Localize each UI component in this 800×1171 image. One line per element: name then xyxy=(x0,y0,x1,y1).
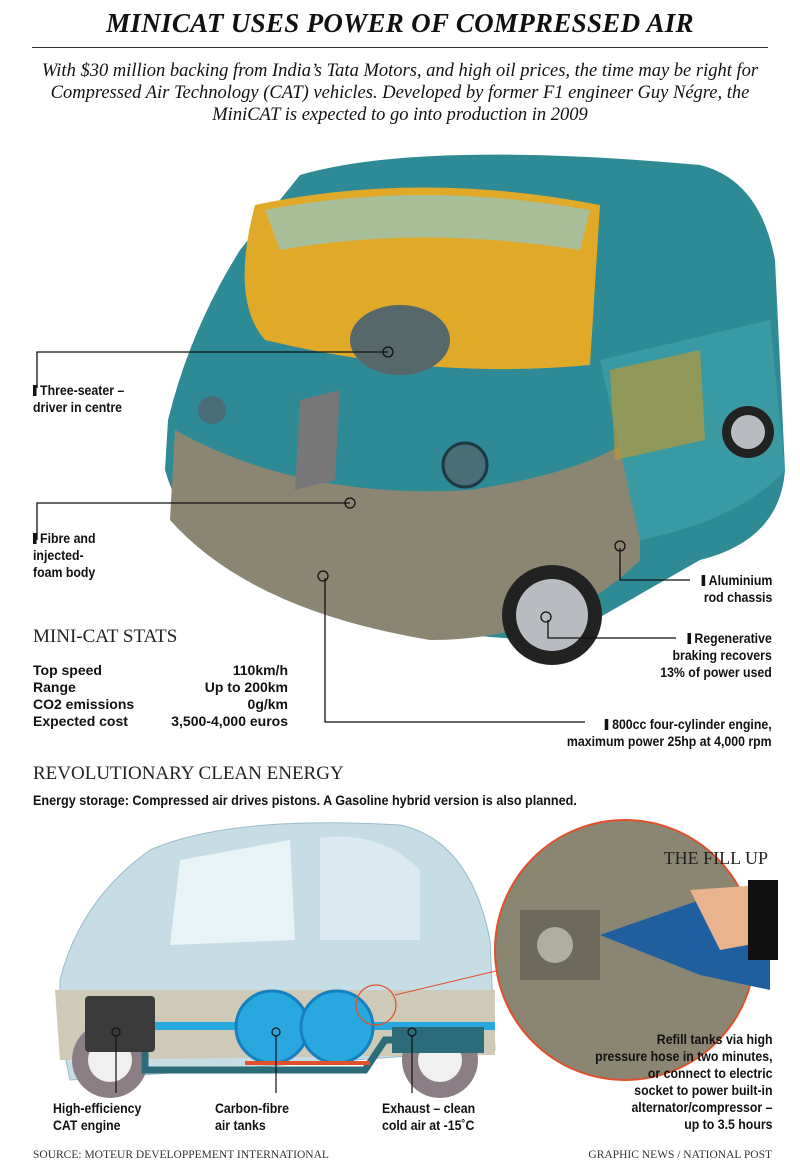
minicat-illustration xyxy=(165,154,785,665)
fillup-heading: THE FILL UP xyxy=(663,848,768,868)
title-rule xyxy=(32,47,768,48)
headline: MINICAT USES POWER OF COMPRESSED AIR xyxy=(106,8,694,38)
callout-seats: Three-seater –driver in centre xyxy=(33,382,125,415)
source-credit: SOURCE: MOTEUR DEVELOPPEMENT INTERNATION… xyxy=(33,1149,329,1161)
callout-engine: 800cc four-cylinder engine,maximum power… xyxy=(567,716,772,749)
stats-heading: MINI-CAT STATS xyxy=(33,626,178,647)
graphic-credit: GRAPHIC NEWS / NATIONAL POST xyxy=(588,1149,772,1161)
energy-heading: REVOLUTIONARY CLEAN ENERGY xyxy=(33,763,344,784)
subtitle: With $30 million backing from India’s Ta… xyxy=(41,61,759,125)
callout-lines xyxy=(36,346,690,723)
part-lines xyxy=(111,1027,417,1093)
energy-text: Energy storage: Compressed air drives pi… xyxy=(33,792,577,808)
compressed-air-diagram xyxy=(55,819,778,1098)
